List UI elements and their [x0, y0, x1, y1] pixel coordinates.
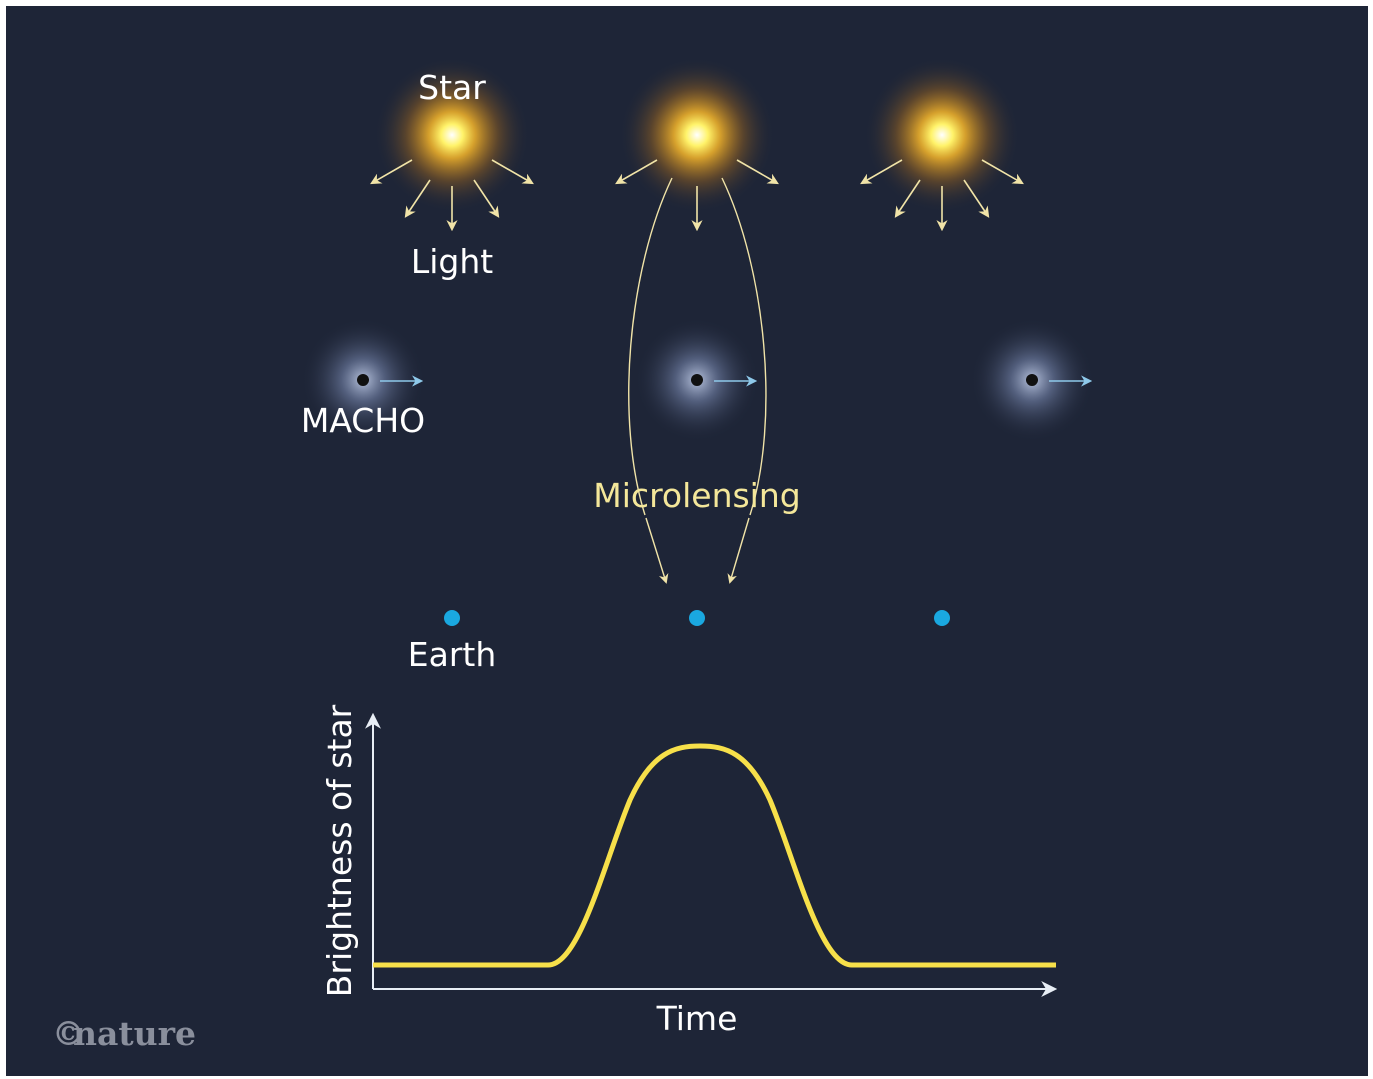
brightness-graph: Time Brightness of star: [320, 704, 1058, 1038]
microlensing-light-paths: [628, 177, 767, 584]
brightness-curve: [373, 743, 1056, 968]
macho-right-icon: [970, 318, 1094, 442]
earth-left-icon: [444, 610, 460, 626]
y-axis-label: Brightness of star: [320, 704, 359, 997]
credit-text: nature: [73, 1014, 196, 1053]
microlensing-label: Microlensing: [593, 476, 800, 515]
star-label: Star: [418, 68, 486, 107]
star-left-icon: [374, 57, 530, 213]
macho-label: MACHO: [301, 401, 425, 440]
macho-left-icon: [301, 318, 425, 442]
light-rays-left: [370, 159, 534, 232]
copyright-symbol: ©: [52, 1014, 85, 1053]
earth-right-icon: [934, 610, 950, 626]
nature-credit-logo: © nature: [52, 1014, 196, 1053]
star-center-icon: [619, 57, 775, 213]
light-label: Light: [411, 242, 493, 281]
star-right-icon: [864, 57, 1020, 213]
earth-center-icon: [689, 610, 705, 626]
earth-label: Earth: [408, 635, 497, 674]
light-rays-right: [860, 159, 1024, 232]
light-rays-center: [615, 159, 779, 232]
macho-center-icon: [635, 318, 759, 442]
x-axis-label: Time: [656, 999, 738, 1038]
